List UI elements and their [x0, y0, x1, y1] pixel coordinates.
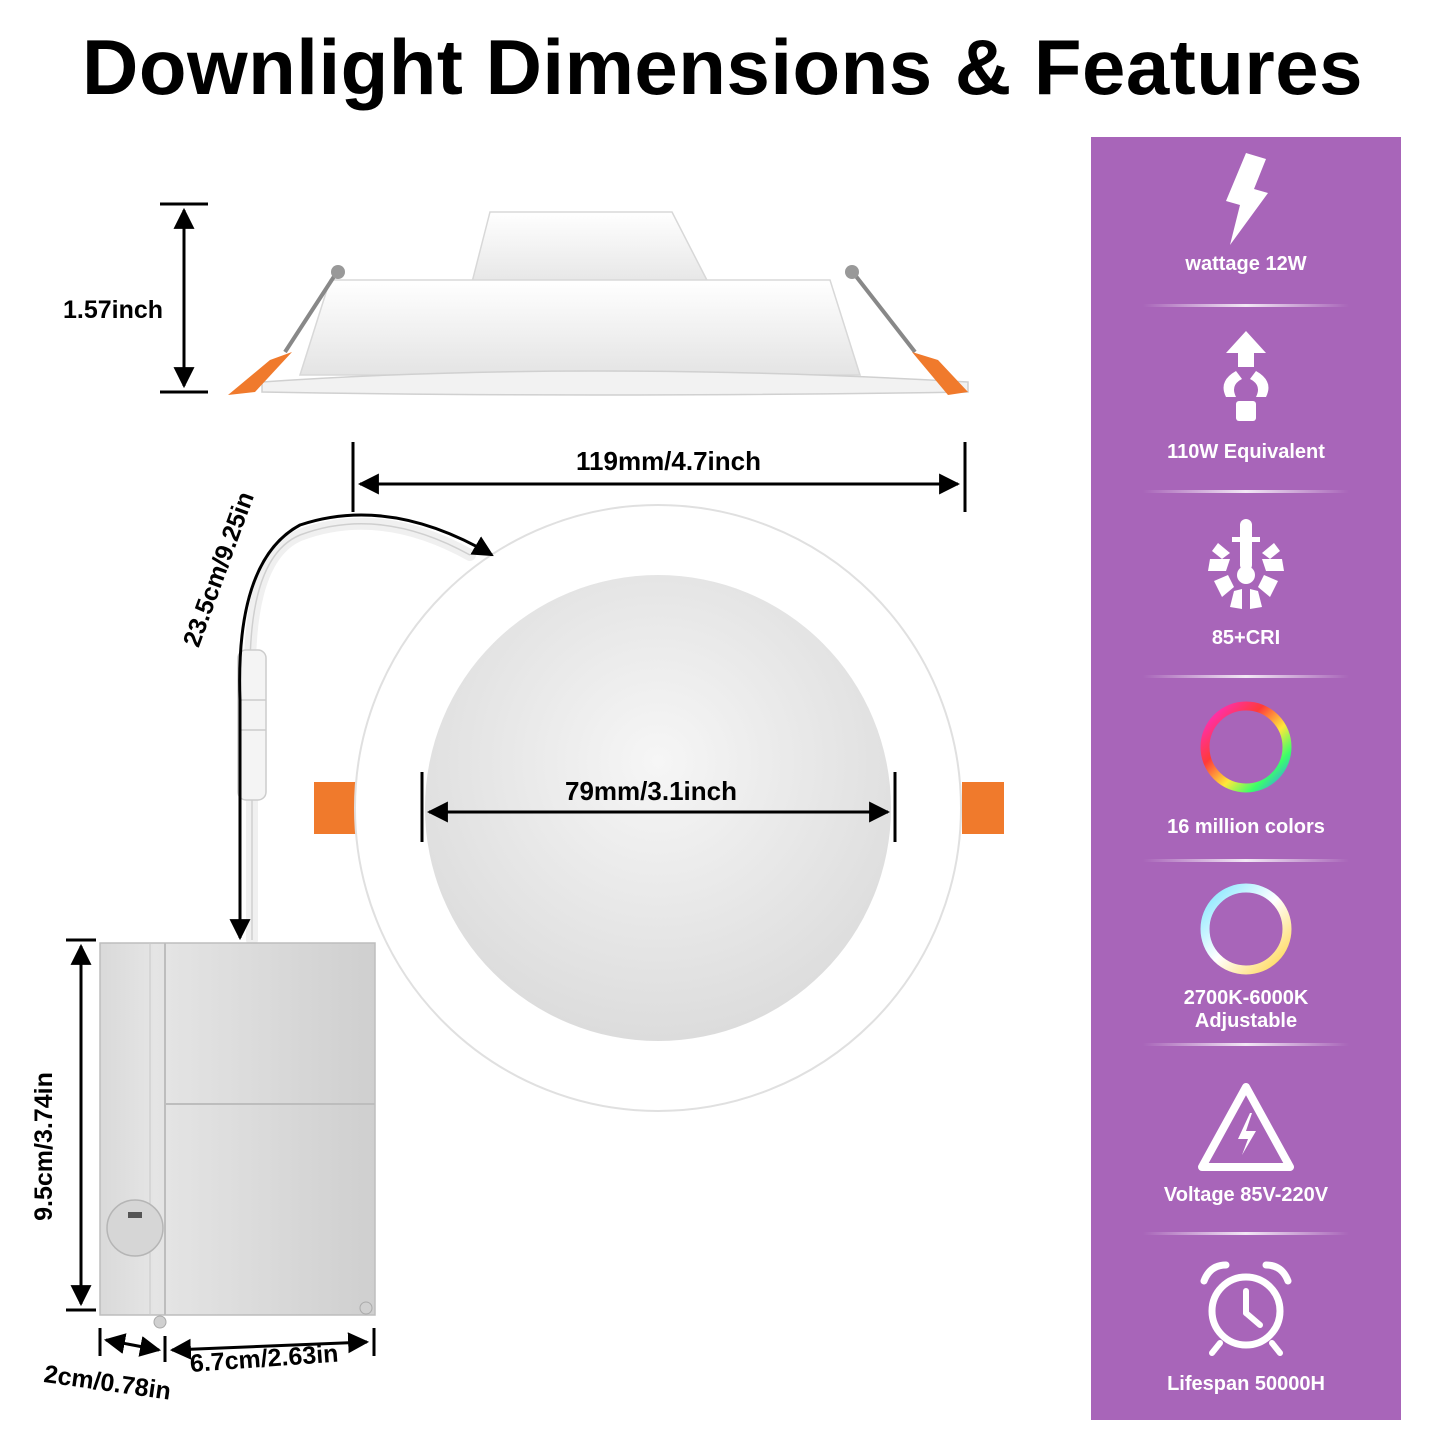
- downlight-side-view: [228, 211, 969, 396]
- page-title: Downlight Dimensions & Features: [82, 23, 1363, 111]
- cable-connector: [237, 649, 267, 801]
- feature-label-colors: 16 million colors: [1167, 816, 1325, 838]
- outer-diameter-label: 119mm/4.7inch: [576, 446, 761, 476]
- divider: [1143, 490, 1349, 493]
- feature-label-cri: 85+CRI: [1211, 627, 1281, 649]
- bulb-equivalent-icon: [1223, 331, 1269, 421]
- height-label: 1.57inch: [63, 296, 164, 324]
- voltage-warning-icon: [1198, 1083, 1294, 1171]
- divider: [1143, 1043, 1349, 1046]
- divider: [1143, 859, 1349, 862]
- feature-label-voltage: Voltage 85V-220V: [1163, 1184, 1329, 1206]
- feature-label-wattage: wattage 12W: [1185, 253, 1307, 275]
- cct-ring-icon: [1200, 883, 1292, 975]
- divider: [1143, 675, 1349, 678]
- feature-label-equivalent: 110W Equivalent: [1167, 441, 1325, 463]
- junction-box: [99, 942, 376, 1329]
- alarm-clock-icon: [1200, 1261, 1292, 1356]
- cri-icon: [1208, 519, 1284, 609]
- downlight-front-view: [354, 504, 962, 1112]
- rgb-ring-icon: [1200, 701, 1292, 793]
- box-height-label: 9.5cm/3.74in: [29, 1072, 58, 1221]
- spring-clip-right: [962, 782, 1004, 834]
- lightning-icon: [1226, 153, 1268, 245]
- divider: [1143, 304, 1349, 307]
- divider: [1143, 1232, 1349, 1235]
- spring-clip-left: [314, 782, 356, 834]
- feature-label-lifespan: Lifespan 50000H: [1167, 1373, 1325, 1395]
- inner-diameter-label: 79mm/3.1inch: [565, 776, 737, 806]
- feature-label-cct: 2700K-6000K Adjustable: [1183, 987, 1309, 1032]
- product-illustration: [66, 202, 1004, 1362]
- features-panel: wattage 12W 110W Equivalent 85+CRI: [1091, 137, 1401, 1420]
